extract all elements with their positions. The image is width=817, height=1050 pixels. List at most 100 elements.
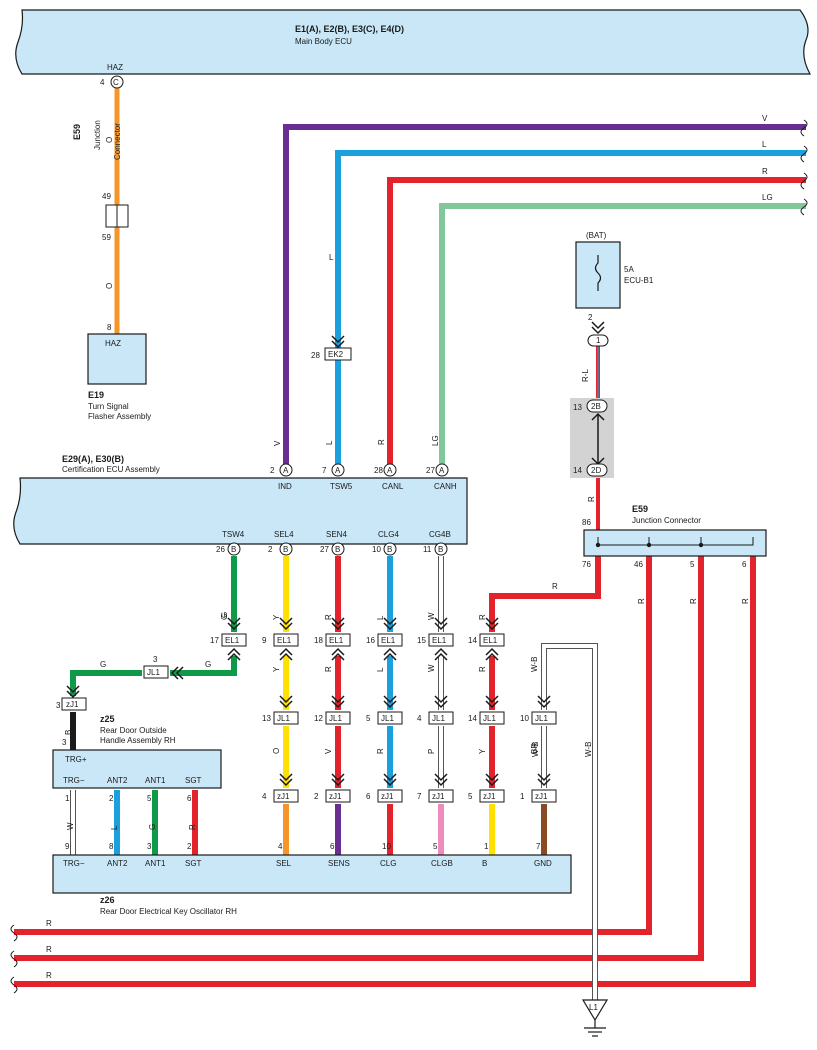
inline-connector: [377, 633, 403, 647]
wire-label-46: R: [637, 598, 646, 604]
connector-arrow: [383, 647, 397, 661]
handle-trg-plus: TRG+: [65, 755, 87, 764]
jpin2: 2D: [591, 466, 601, 475]
cert-ecu-bottom-pin-label: CG4B: [429, 530, 451, 539]
inline-connector: [428, 789, 454, 803]
handle-pin-wire: L: [110, 825, 119, 830]
inline-connector: [479, 789, 505, 803]
wire-label-l-mid: L: [329, 253, 334, 262]
cert-ecu-bottom-pin-num: 26: [216, 545, 225, 554]
oscillator-pin-label: SEL: [276, 859, 292, 868]
rowJL1-num: 10: [520, 714, 529, 723]
flasher-code: E19: [88, 390, 104, 400]
g-branch-zj1-num: 3: [56, 701, 61, 710]
handle-pin-wire: R: [188, 824, 197, 830]
rowZJ1-num: 1: [520, 792, 525, 801]
connector-arrow: [331, 695, 345, 709]
wire-label-o2: O: [105, 283, 114, 289]
wire-label-6: R: [741, 598, 750, 604]
rowZJ1-num: 4: [262, 792, 267, 801]
rowEL1-label: EL1: [432, 636, 447, 645]
handle-pin-wire: W: [66, 822, 75, 830]
cert-ecu-bottom-pin-letter: B: [231, 545, 236, 554]
cert-ecu-top-pin-num: 2: [270, 466, 275, 475]
rowZJ1-wire: BR: [530, 743, 539, 754]
jc-e59-top-name1: Junction: [93, 120, 102, 150]
g-branch: 3 JL1 G G 3 zJ1 B G: [56, 612, 229, 735]
rowZJ1-label: zJ1: [329, 792, 342, 801]
rowJL1-label: JL1: [535, 714, 548, 723]
rowZJ1-label: zJ1: [277, 792, 290, 801]
rowJL1-num: 13: [262, 714, 271, 723]
cert-ecu-bottom-pin-letter: B: [283, 545, 288, 554]
cert-ecu-top-pin: [279, 463, 293, 477]
wire-label-l-low: L: [325, 440, 334, 445]
rowJL1-num: 4: [417, 714, 422, 723]
handle-code: z25: [100, 714, 115, 724]
cert-ecu-bottom-pin-num: 27: [320, 545, 329, 554]
cert-ecu-bottom-pin-letter: B: [335, 545, 340, 554]
g-branch-wire-b: G: [205, 660, 211, 669]
cert-ecu-top-pin: [435, 463, 449, 477]
g-branch-wire-a: G: [100, 660, 106, 669]
inline-connector: [479, 711, 505, 725]
wire-r: [387, 177, 806, 465]
rowZJ1-wire: P: [427, 749, 436, 754]
rowEL1-label: EL1: [225, 636, 240, 645]
oscillator-pin-num: 3: [147, 842, 152, 851]
handle-name2: Handle Assembly RH: [100, 736, 176, 745]
main-body-ecu-pin-num: 4: [100, 78, 105, 87]
cert-ecu-bottom-pin-num: 11: [423, 545, 432, 554]
fuse-ecu-b1: (BAT) 5A ECU-B1 2 1 R-L: [575, 231, 654, 382]
oscillator-code: z26: [100, 895, 115, 905]
jc-e59-top-pin-bottom: 59: [102, 233, 111, 242]
rowJL1-wire: R: [324, 666, 333, 672]
rowEL1-label: EL1: [483, 636, 498, 645]
connector-arrow: [537, 695, 551, 709]
wire-l: [335, 150, 806, 465]
rowZJ1-label: zJ1: [535, 792, 548, 801]
ek2-pin: 28: [311, 351, 320, 360]
oscillator-pin-num: 10: [382, 842, 391, 851]
cert-ecu-top-pin-num: 7: [322, 466, 327, 475]
rowEL1-num: 9: [262, 636, 267, 645]
jc-e59-top-name2: Connector: [113, 123, 122, 160]
connector-arrow: [279, 695, 293, 709]
ground-l1: L1: [581, 999, 609, 1037]
inline-connector: [325, 711, 351, 725]
connector-arrow: [227, 617, 241, 631]
fuse-wire2: R: [587, 496, 596, 502]
fuse-icon: [594, 255, 602, 291]
cert-ecu-top-pin-letter: A: [283, 466, 289, 475]
oscillator-pins: 9TRG−8ANT23ANT12SGT4SEL6SENS10CLG5CLGB1B…: [63, 842, 552, 868]
rowJL1-num: 12: [314, 714, 323, 723]
wire-label-wb2: W-B: [584, 742, 593, 757]
connector-arrow: [485, 773, 499, 787]
fuse-rating: 5A: [624, 265, 634, 274]
handle-trg-plus-num: 3: [62, 738, 67, 747]
wire-label-lg-low: LG: [431, 435, 440, 446]
jc-e59-code: E59: [632, 504, 648, 514]
flasher-e19: 8 HAZ E19 Turn Signal Flasher Assembly: [87, 323, 151, 421]
connector-arrow: [537, 773, 551, 787]
jc-e59-pin-in: 86: [582, 518, 591, 527]
handle-pin-num: 5: [147, 794, 152, 803]
rowEL1-num: 16: [366, 636, 375, 645]
connector-arrow: [434, 647, 448, 661]
wire-label-5: R: [689, 598, 698, 604]
inline-connector: [428, 711, 454, 725]
oscillator-pin-num: 4: [278, 842, 283, 851]
cert-ecu-top-pin: [331, 463, 345, 477]
rowJL1-num: 5: [366, 714, 371, 723]
main-body-ecu-name: Main Body ECU: [295, 37, 352, 46]
wire-label-r: R: [762, 167, 768, 176]
oscillator-pin-num: 2: [187, 842, 192, 851]
inline-connector: [273, 633, 299, 647]
ek2-label: EK2: [328, 350, 344, 359]
handle-pin-label: SGT: [185, 776, 202, 785]
connector-arrow: [485, 617, 499, 631]
